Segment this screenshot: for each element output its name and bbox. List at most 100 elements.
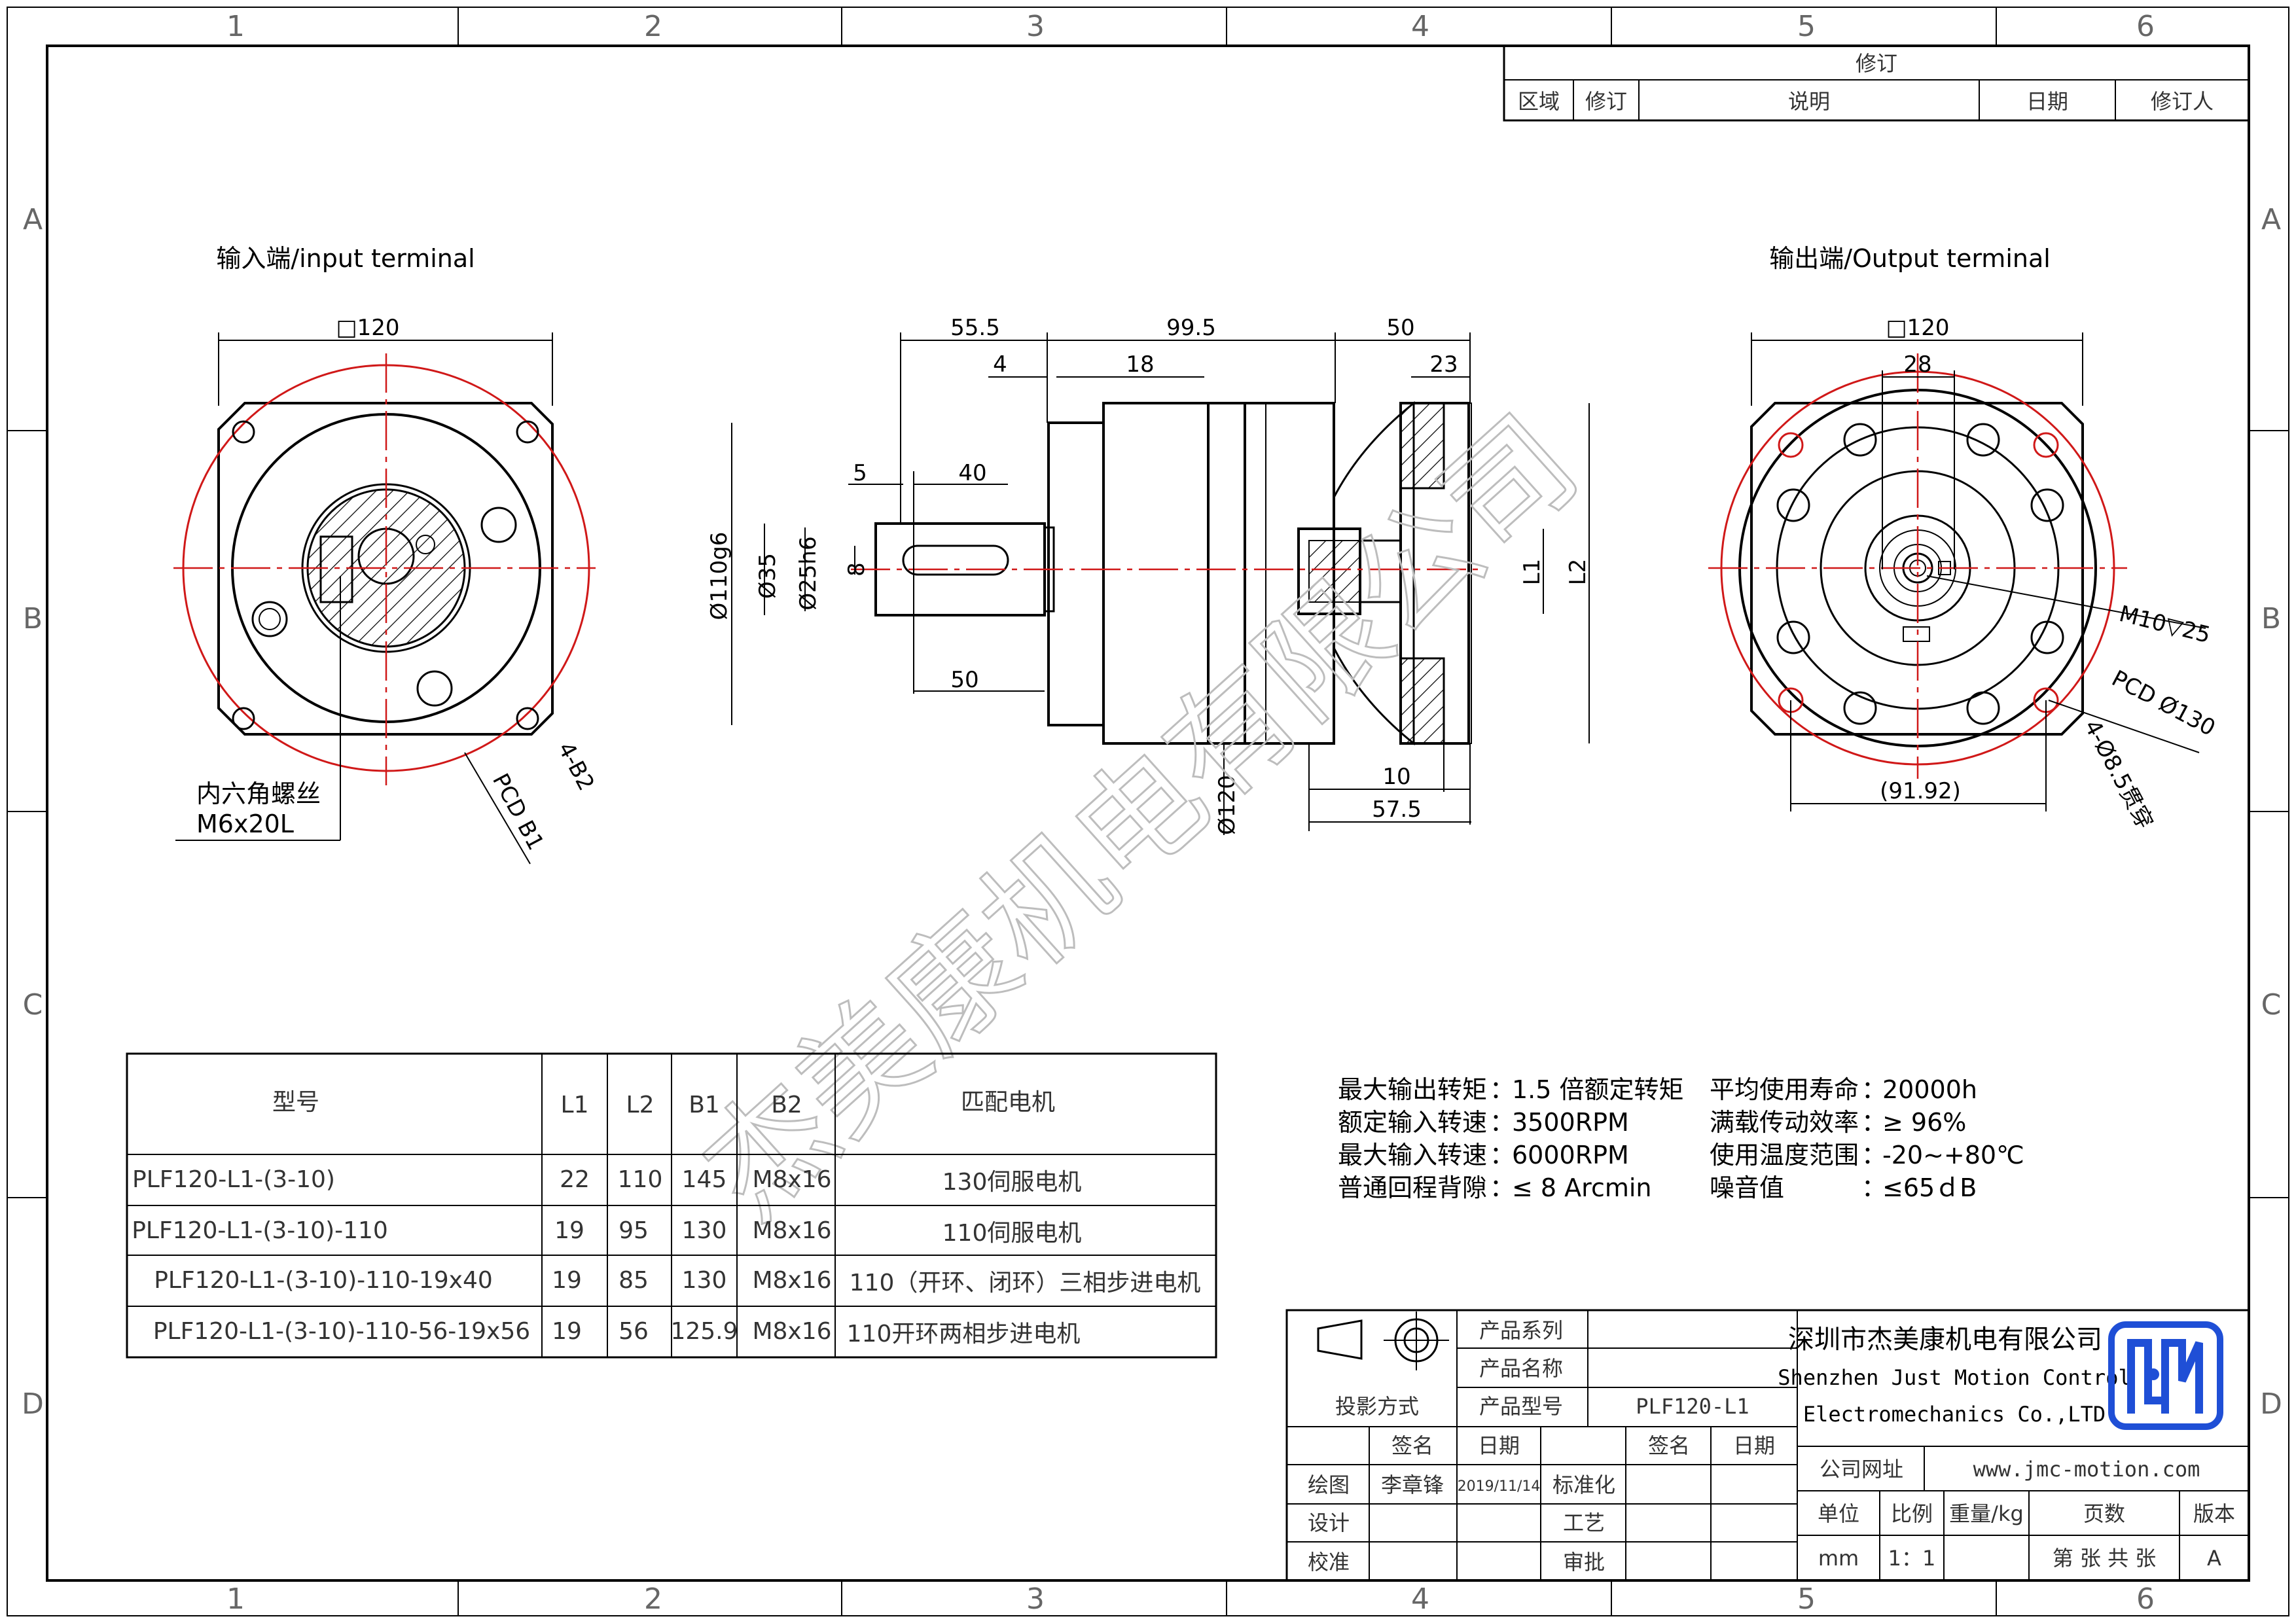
tb-process: 工艺 (1563, 1510, 1605, 1535)
table-cell: 19 (552, 1318, 582, 1345)
table-cell: 145 (682, 1166, 727, 1193)
table-cell: 110（开环、闭环）三相步进电机 (850, 1270, 1201, 1296)
col-label: 4 (1411, 10, 1429, 43)
spec-label: 最大输入转速 (1338, 1141, 1487, 1169)
input-end-view: □120 内六角螺丝 M6x20L PCD B1 4-B2 (173, 315, 600, 865)
dim-square-120: □120 (336, 315, 399, 341)
input-view-title: 输入端/input terminal (216, 244, 475, 273)
table-cell: 130 (682, 1267, 727, 1294)
spec-list: 最大输出转矩 额定输入转速 最大输入转速 普通回程背隙 ： ： ： ： 1.5 … (1338, 1075, 2024, 1202)
row-label: B (2261, 602, 2281, 635)
tb-company-en-1: Shenzhen Just Motion Control (1778, 1365, 2130, 1390)
revision-title: 修订 (1856, 51, 1897, 76)
col-label: 1 (226, 1582, 245, 1616)
table-cell: M8x16 (752, 1318, 831, 1345)
dim-8: 8 (844, 562, 870, 577)
spec-separator: ： (1861, 1173, 1886, 1202)
spec-value: ≤65ｄB (1882, 1173, 1977, 1202)
revision-header: 说明 (1788, 89, 1830, 114)
table-header: B2 (771, 1092, 802, 1118)
col-label: 2 (644, 10, 662, 43)
dim-l1: L1 (1519, 559, 1545, 586)
tb-version-label: 版本 (2193, 1501, 2235, 1526)
spec-value: ≥ 96% (1882, 1108, 1966, 1137)
table-cell: PLF120-L1-(3-10)-110-56-19x56 (153, 1318, 530, 1345)
side-view: 55.5 99.5 50 4 18 23 5 40 50 10 57.5 Ø11… (706, 315, 1591, 835)
tb-weight-label: 重量/kg (1949, 1501, 2024, 1526)
dim-18: 18 (1126, 351, 1154, 378)
tb-sign-2: 签名 (1648, 1433, 1690, 1458)
table-cell: M8x16 (752, 1217, 831, 1244)
tb-product-model-value: PLF120-L1 (1636, 1394, 1749, 1419)
tb-date-2: 日期 (1733, 1433, 1775, 1458)
col-label: 1 (226, 10, 245, 43)
title-block: 投影方式 产品系列 产品名称 产品型号 PLF120-L1 签名 日期 签名 日… (1285, 1309, 2250, 1582)
dim-dia-35: Ø35 (755, 553, 781, 599)
dim-square-120-out: □120 (1886, 315, 1949, 341)
dim-4: 4 (993, 351, 1007, 378)
tb-approve: 审批 (1563, 1550, 1605, 1575)
revision-header: 修订人 (2151, 89, 2214, 114)
dim-10: 10 (1382, 764, 1410, 790)
table-cell: 56 (619, 1318, 649, 1345)
screw-label: 内六角螺丝 (196, 779, 321, 808)
spec-value: -20~+80℃ (1882, 1141, 2024, 1169)
spec-separator: ： (1490, 1141, 1515, 1169)
tb-projection: 投影方式 (1335, 1394, 1419, 1419)
tb-drawn-name: 李章锋 (1381, 1472, 1444, 1497)
spec-value: 20000h (1882, 1075, 1977, 1104)
table-header: B1 (689, 1092, 720, 1118)
tb-drawn-date: 2019/11/14 (1458, 1478, 1541, 1495)
table-cell: 19 (552, 1267, 582, 1294)
tb-pages: 第 张 共 张 (2053, 1546, 2157, 1571)
tb-website: www.jmc-motion.com (1973, 1457, 2200, 1482)
table-cell: M8x16 (752, 1166, 831, 1193)
spec-value: 6000RPM (1512, 1141, 1629, 1169)
table-cell: 85 (619, 1267, 649, 1294)
dim-dia-25: Ø25h6 (795, 536, 821, 610)
table-header: 型号 (272, 1089, 319, 1116)
dim-holes-4-b2: 4-B2 (552, 738, 600, 794)
dim-23: 23 (1429, 351, 1458, 378)
dim-28: 28 (1903, 351, 1931, 378)
spec-label: 平均使用寿命 (1710, 1075, 1859, 1104)
tb-standard: 标准化 (1552, 1472, 1615, 1497)
dim-pcd-b1: PCD B1 (487, 769, 549, 854)
spec-label: 满载传动效率 (1710, 1108, 1859, 1137)
screw-size-label: M6x20L (196, 810, 294, 838)
dim-55-5: 55.5 (950, 315, 1000, 341)
dim-pcd-130: PCD Ø130 (2108, 666, 2219, 741)
spec-label: 普通回程背隙 (1338, 1173, 1487, 1202)
dim-dia-110: Ø110g6 (706, 532, 732, 620)
spec-separator: ： (1861, 1108, 1886, 1137)
spec-value: 3500RPM (1512, 1108, 1629, 1137)
table-cell: 22 (560, 1166, 590, 1193)
spec-separator: ： (1490, 1108, 1515, 1137)
table-cell: 19 (554, 1217, 584, 1244)
revision-block: 修订 区域 修订 说明 日期 修订人 (1503, 45, 2250, 122)
table-cell: PLF120-L1-(3-10)-110-19x40 (154, 1267, 493, 1294)
row-label: D (2260, 1387, 2282, 1421)
row-label: C (2261, 988, 2282, 1022)
spec-label: 额定输入转速 (1338, 1108, 1487, 1137)
row-label: A (23, 203, 43, 236)
row-label: C (23, 988, 43, 1022)
company-logo-icon (2108, 1321, 2223, 1430)
tb-drawn: 绘图 (1308, 1472, 1350, 1497)
dim-50-top: 50 (1386, 315, 1414, 341)
col-label: 3 (1026, 1582, 1045, 1616)
tb-product-series: 产品系列 (1479, 1318, 1563, 1343)
tb-unit-label: 单位 (1818, 1501, 1859, 1526)
dim-thread-m10: M10▽25 (2117, 601, 2213, 649)
row-label: D (22, 1387, 44, 1421)
tb-version: A (2207, 1546, 2221, 1571)
col-label: 5 (1797, 1582, 1816, 1616)
drawing-frame: 1 2 3 4 5 6 1 2 3 4 5 6 A B C D A B C D (7, 7, 2289, 1616)
spec-label: 最大输出转矩 (1338, 1075, 1487, 1104)
table-cell: PLF120-L1-(3-10)-110 (132, 1217, 388, 1244)
dim-57-5: 57.5 (1372, 796, 1422, 823)
table-header: L2 (626, 1092, 655, 1118)
dim-holes-8-5: 4-Ø8.5贯穿 (2079, 715, 2158, 833)
table-cell: 130伺服电机 (942, 1169, 1082, 1196)
